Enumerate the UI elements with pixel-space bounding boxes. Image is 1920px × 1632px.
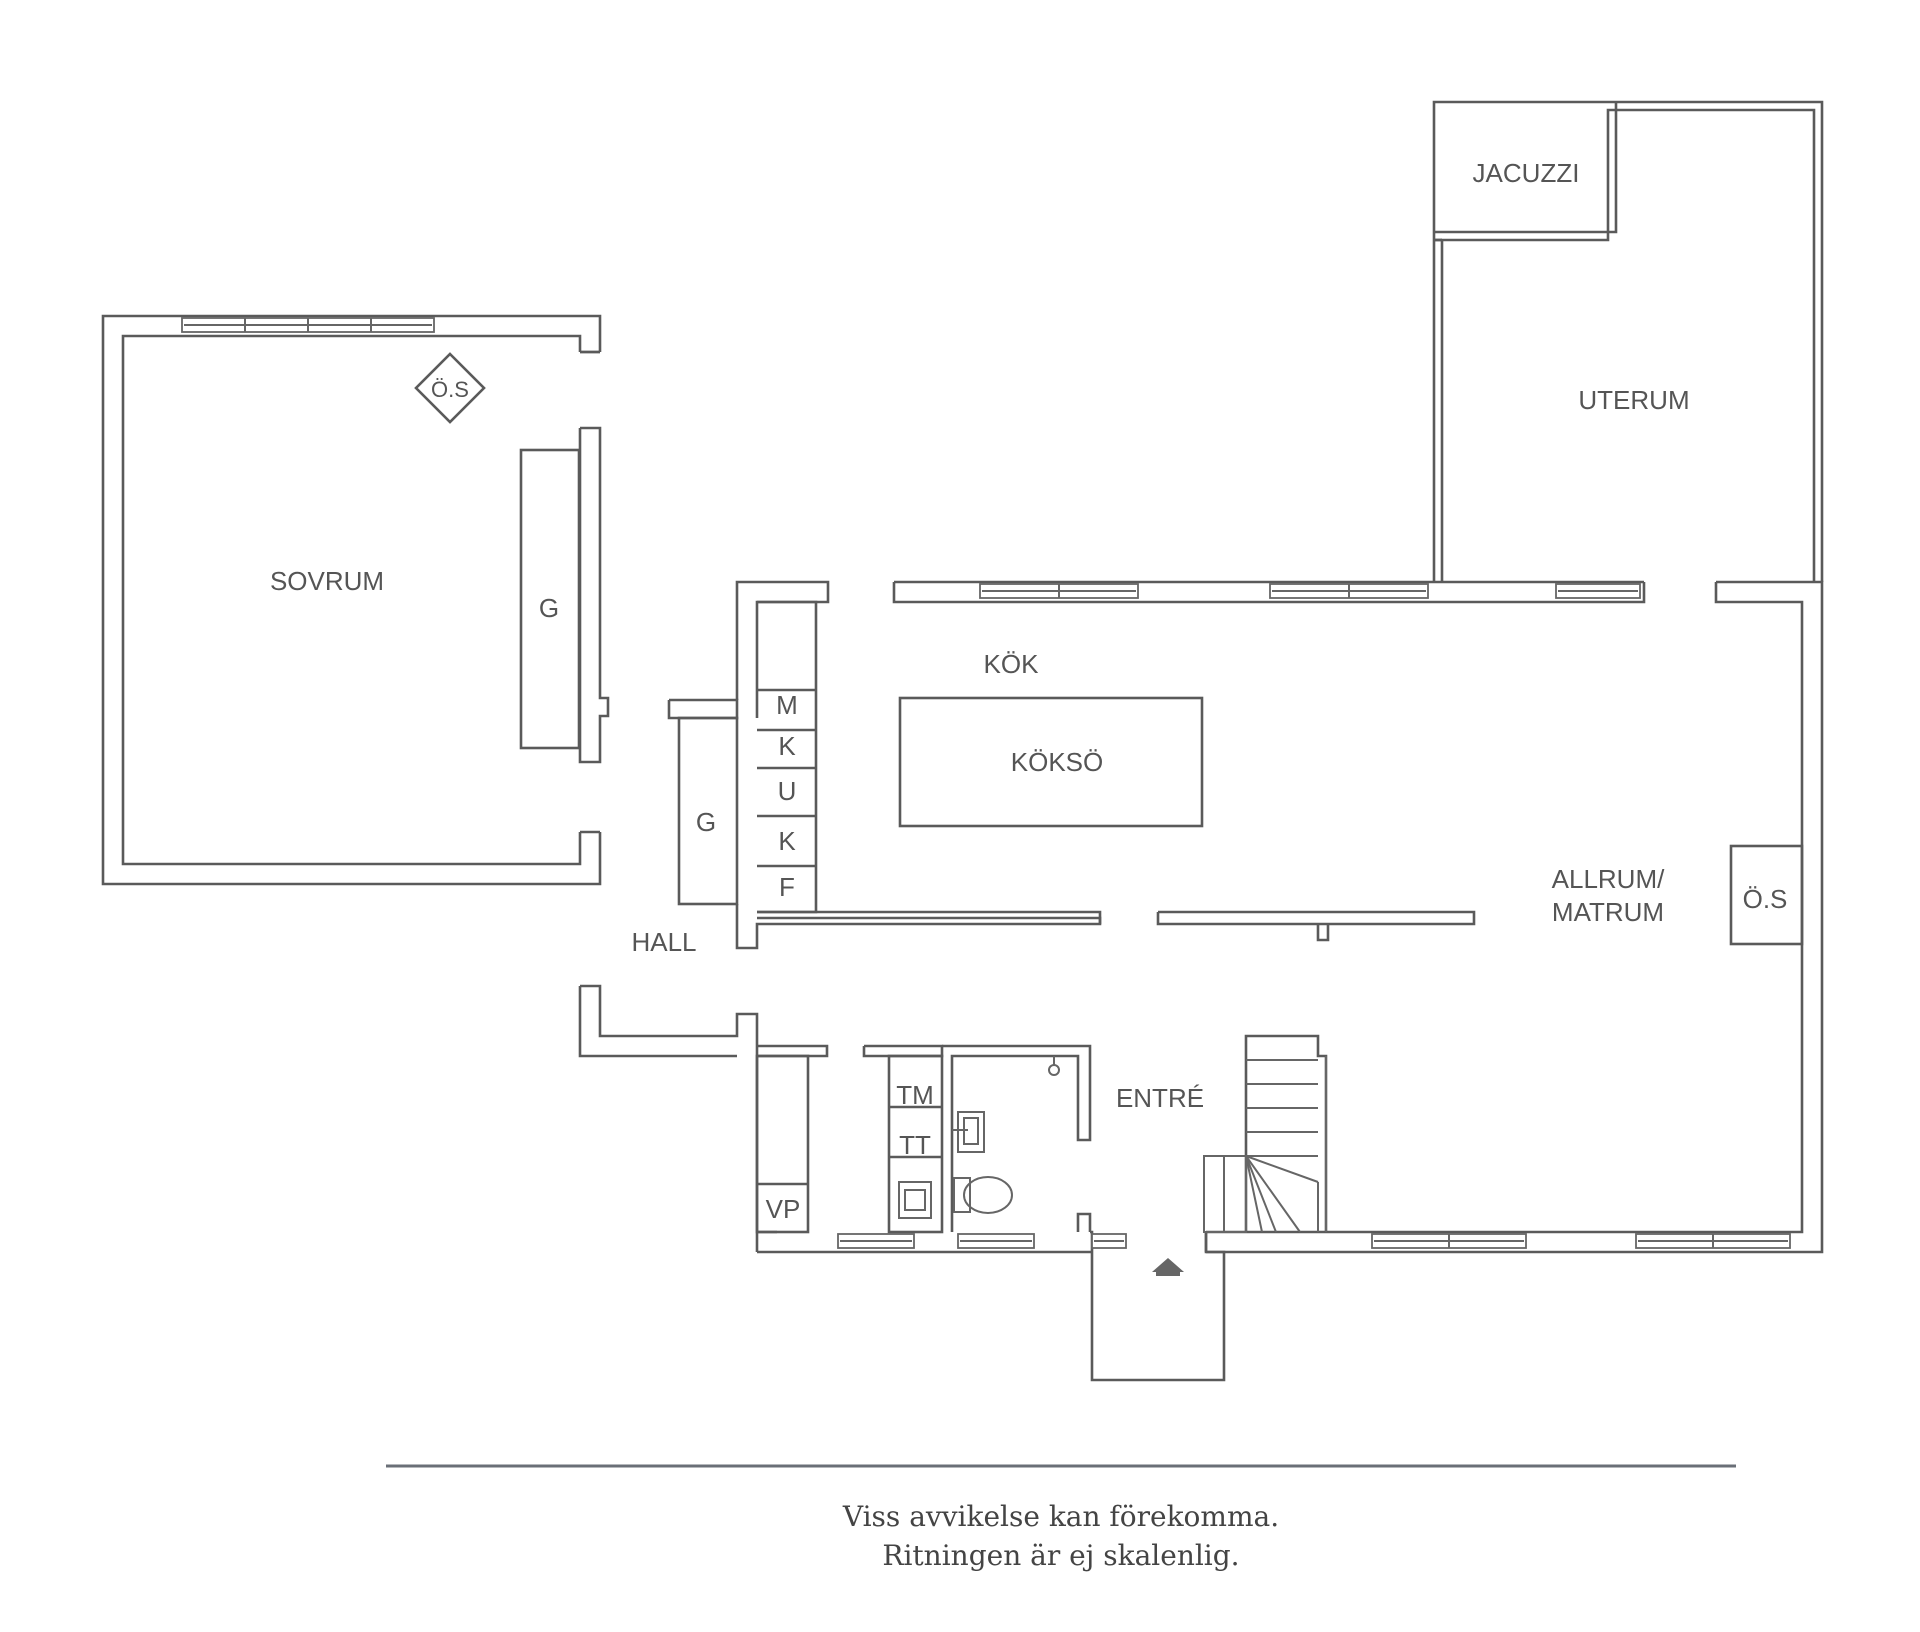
- bedroom-walls: [101, 314, 610, 886]
- kitchen-unit-f: F: [779, 872, 795, 902]
- room-label-sovrum: SOVRUM: [270, 566, 384, 596]
- fireplace-living: Ö.S: [1729, 844, 1804, 946]
- disclaimer-line-2: Ritningen är ej skalenlig.: [882, 1539, 1239, 1572]
- wardrobe-label-bedroom: G: [539, 593, 559, 623]
- room-label-jacuzzi: JACUZZI: [1473, 158, 1580, 188]
- svg-text:Ö.S: Ö.S: [1743, 884, 1788, 914]
- room-label-entre: ENTRÉ: [1116, 1083, 1204, 1113]
- room-label-allrum: ALLRUM/: [1552, 864, 1665, 894]
- kitchen-unit-m: M: [776, 690, 798, 720]
- kitchen-island: [898, 696, 1204, 828]
- island-label: KÖKSÖ: [1011, 747, 1103, 777]
- kitchen-divider-walls: [757, 910, 1476, 942]
- appliance-label-tt: TT: [899, 1130, 931, 1160]
- room-label-hall: HALL: [631, 927, 696, 957]
- wardrobe-label-hall: G: [696, 807, 716, 837]
- kitchen-unit-k1: K: [778, 731, 796, 761]
- conservatory-walls: [1432, 100, 1824, 582]
- entry-arrow-icon: [1152, 1258, 1184, 1272]
- hall-walls: [578, 698, 759, 1252]
- staircase: [1203, 1034, 1328, 1233]
- bedroom-windows: [181, 317, 435, 333]
- room-label-uterum: UTERUM: [1578, 385, 1689, 415]
- room-label-kok: KÖK: [984, 649, 1040, 679]
- kitchen-counter: [757, 600, 818, 914]
- appliance-label-vp: VP: [766, 1194, 801, 1224]
- appliance-label-tm: TM: [896, 1080, 934, 1110]
- svg-text:Ö.S: Ö.S: [431, 377, 469, 402]
- kitchen-windows-top: [979, 583, 1641, 599]
- bathroom-walls: [942, 1044, 1092, 1232]
- room-label-matrum: MATRUM: [1552, 897, 1664, 927]
- kitchen-unit-k2: K: [778, 826, 796, 856]
- wardrobe-bedroom: [519, 448, 581, 750]
- kitchen-unit-u: U: [778, 776, 797, 806]
- disclaimer-line-1: Viss avvikelse kan förekomma.: [842, 1500, 1279, 1533]
- entry-walls: [1090, 1230, 1226, 1382]
- fireplace-bedroom: Ö.S: [414, 352, 486, 424]
- laundry-walls: [755, 1044, 944, 1234]
- bottom-windows: [837, 1233, 1791, 1249]
- entry-arrow-base: [1156, 1272, 1180, 1276]
